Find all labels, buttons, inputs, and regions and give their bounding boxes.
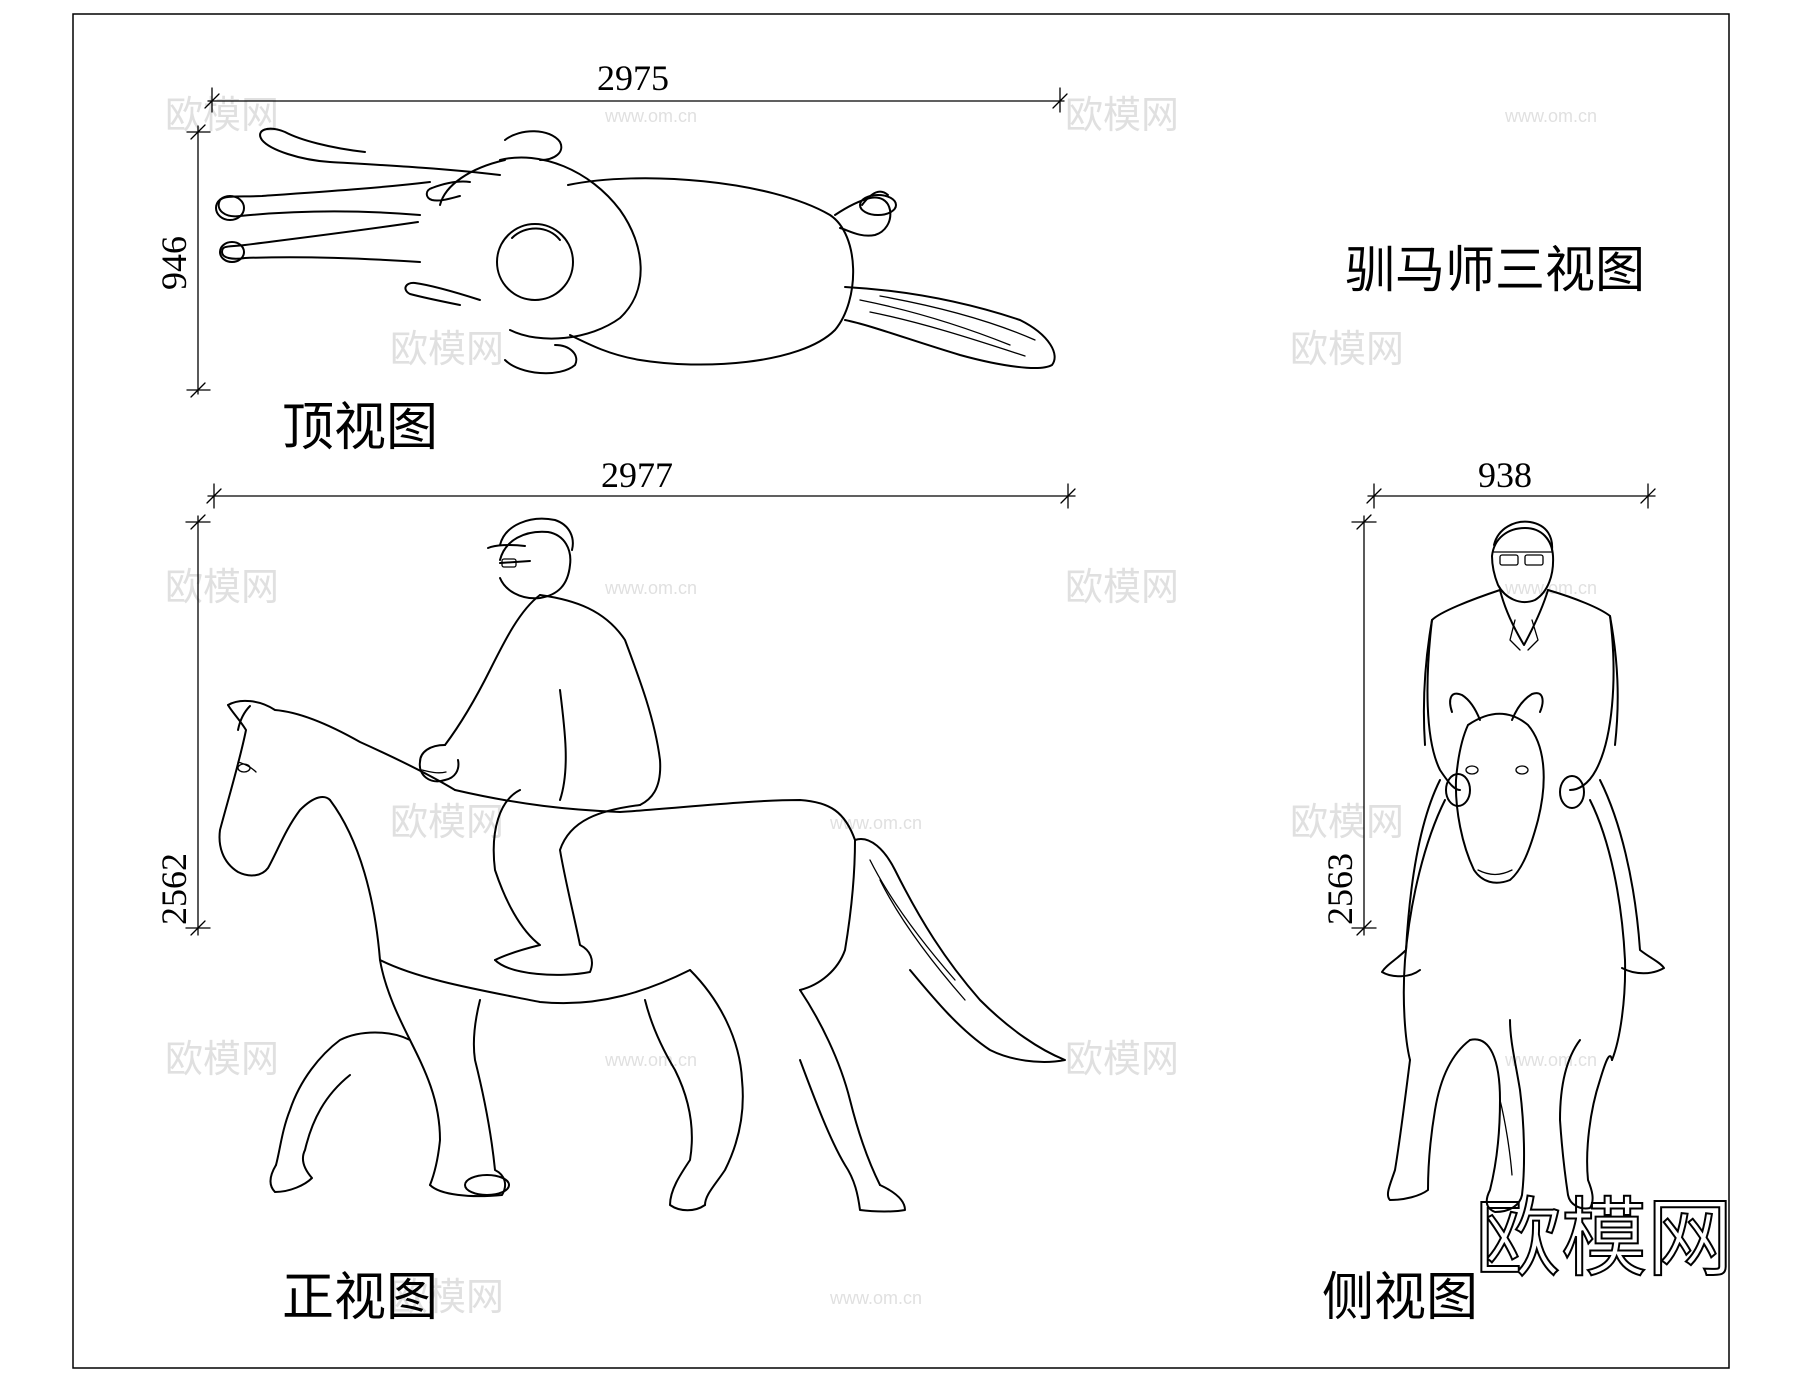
drawing-title: 驯马师三视图	[1345, 241, 1645, 299]
watermark-text: 欧模网	[165, 565, 279, 609]
top-view-dimensions: 2975 946	[154, 58, 1068, 398]
top-view-drawing	[215, 127, 1056, 375]
watermark-layer: 欧模网 www.om.cn 欧模网 www.om.cn 欧模网 欧模网 欧模网 …	[165, 93, 1597, 1319]
front-view-drawing	[218, 517, 1066, 1213]
front-view-label: 正视图	[282, 1268, 438, 1328]
watermark-url: www.om.cn	[1504, 106, 1597, 126]
front-view-dimensions: 2977 2562	[154, 455, 1076, 936]
front-view-width-dim: 2977	[601, 455, 673, 495]
side-view-dimensions: 938 2563	[1320, 455, 1656, 936]
top-view-label: 顶视图	[282, 398, 438, 458]
watermark-url: www.om.cn	[829, 1288, 922, 1308]
watermark-text: 欧模网	[1065, 93, 1179, 137]
watermark-text: 欧模网	[1065, 1037, 1179, 1081]
watermark-url: www.om.cn	[604, 578, 697, 598]
top-view-height-dim: 946	[154, 236, 194, 290]
watermark-url: www.om.cn	[829, 813, 922, 833]
side-view-drawing	[1381, 520, 1665, 1213]
watermark-text: 欧模网	[390, 327, 504, 371]
watermark-text: 欧模网	[165, 93, 279, 137]
top-view-width-dim: 2975	[597, 58, 669, 98]
watermark-large: 欧模网	[1475, 1189, 1733, 1289]
watermark-url: www.om.cn	[604, 1050, 697, 1070]
watermark-text: 欧模网	[390, 1275, 504, 1319]
watermark-text: 欧模网	[1290, 327, 1404, 371]
side-view-height-dim: 2563	[1320, 853, 1360, 925]
watermark-url: www.om.cn	[1504, 578, 1597, 598]
watermark-url: www.om.cn	[1504, 1050, 1597, 1070]
side-view-label: 侧视图	[1322, 1268, 1478, 1328]
watermark-text: 欧模网	[1290, 800, 1404, 844]
sheet-frame	[72, 13, 1730, 1369]
watermark-text: 欧模网	[390, 800, 504, 844]
side-view-width-dim: 938	[1478, 455, 1532, 495]
watermark-text: 欧模网	[1065, 565, 1179, 609]
watermark-url: www.om.cn	[604, 106, 697, 126]
watermark-text: 欧模网	[165, 1037, 279, 1081]
front-view-height-dim: 2562	[154, 853, 194, 925]
